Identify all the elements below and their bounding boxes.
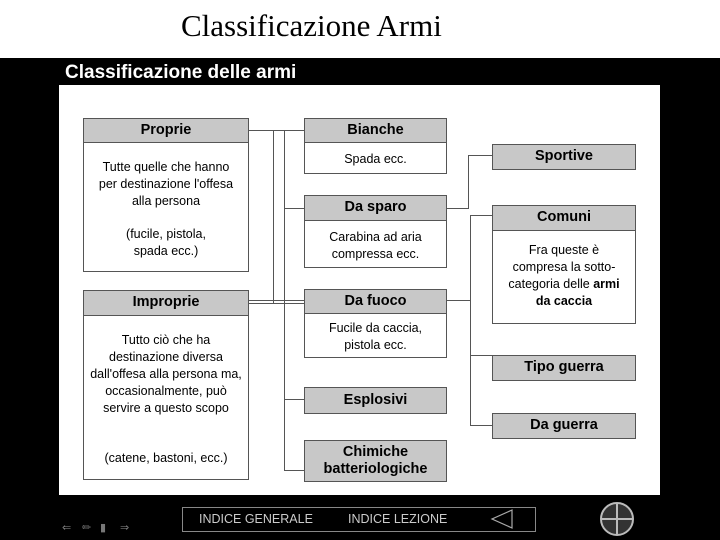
indice-generale-link[interactable]: INDICE GENERALE	[199, 512, 313, 526]
pencil-icon[interactable]: ✏	[82, 522, 92, 534]
bianche-header: Bianche	[304, 118, 447, 143]
proprie-header: Proprie	[83, 118, 249, 143]
improprie-header: Improprie	[83, 290, 249, 316]
improprie-box: Tutto ciò che ha destinazione diversa da…	[83, 290, 249, 480]
diagram-panel: Tutte quelle che hanno per destinazione …	[59, 85, 660, 495]
slide-header: Classificazione Armi	[0, 0, 720, 58]
proprie-box: Tutte quelle che hanno per destinazione …	[83, 118, 249, 272]
connector-line	[284, 208, 304, 209]
connector-line	[284, 300, 304, 301]
connector-line	[248, 300, 305, 301]
sportive-box: Sportive	[492, 144, 636, 170]
forward-arrow-icon[interactable]: ⇒	[120, 522, 130, 534]
connector-line	[284, 470, 304, 471]
connector-line	[470, 215, 471, 426]
diagram-title: Classificazione delle armi	[65, 62, 297, 83]
comuni-note-text: Fra queste è compresa la sotto-categoria…	[508, 243, 616, 291]
proprie-description: Tutte quelle che hanno per destinazione …	[98, 160, 234, 208]
connector-line	[446, 300, 470, 301]
comuni-note-bold: armi da caccia	[535, 277, 620, 308]
connector-line	[470, 215, 492, 216]
connector-line	[446, 208, 468, 209]
tipo-guerra-box: Tipo guerra	[492, 355, 636, 381]
connector-line	[470, 355, 492, 356]
crosshair-icon[interactable]	[598, 500, 636, 538]
back-arrow-icon[interactable]: ⇐	[62, 522, 72, 534]
chimiche-batteriologiche-box: Chimiche batteriologiche	[304, 440, 447, 482]
connector-line	[273, 130, 274, 304]
improprie-description: Tutto ciò che ha destinazione diversa da…	[90, 333, 242, 415]
screen-icon[interactable]: ▮	[100, 522, 107, 534]
connector-line	[468, 155, 492, 156]
da-guerra-box: Da guerra	[492, 413, 636, 439]
connector-line	[248, 303, 305, 304]
connector-line	[470, 425, 492, 426]
comuni-header: Comuni	[492, 205, 636, 231]
da-sparo-header: Da sparo	[304, 195, 447, 221]
comuni-note: Fra queste è compresa la sotto-categoria…	[493, 242, 635, 310]
connector-line	[248, 130, 305, 131]
da-sparo-example: Carabina ad aria compressa ecc.	[329, 230, 422, 261]
esplosivi-box: Esplosivi	[304, 387, 447, 414]
connector-line	[468, 155, 469, 209]
indice-lezione-link[interactable]: INDICE LEZIONE	[348, 512, 448, 526]
connector-line	[284, 399, 304, 400]
proprie-examples: (fucile, pistola, spada ecc.)	[126, 227, 206, 258]
footer-nav-bar	[182, 507, 536, 532]
improprie-examples: (catene, bastoni, ecc.)	[104, 451, 228, 465]
triangle-back-icon[interactable]	[490, 509, 514, 529]
bianche-example: Spada ecc.	[344, 152, 407, 166]
da-fuoco-example: Fucile da caccia, pistola ecc.	[328, 321, 423, 352]
slide-title: Classificazione Armi	[181, 8, 442, 43]
da-fuoco-header: Da fuoco	[304, 289, 447, 314]
